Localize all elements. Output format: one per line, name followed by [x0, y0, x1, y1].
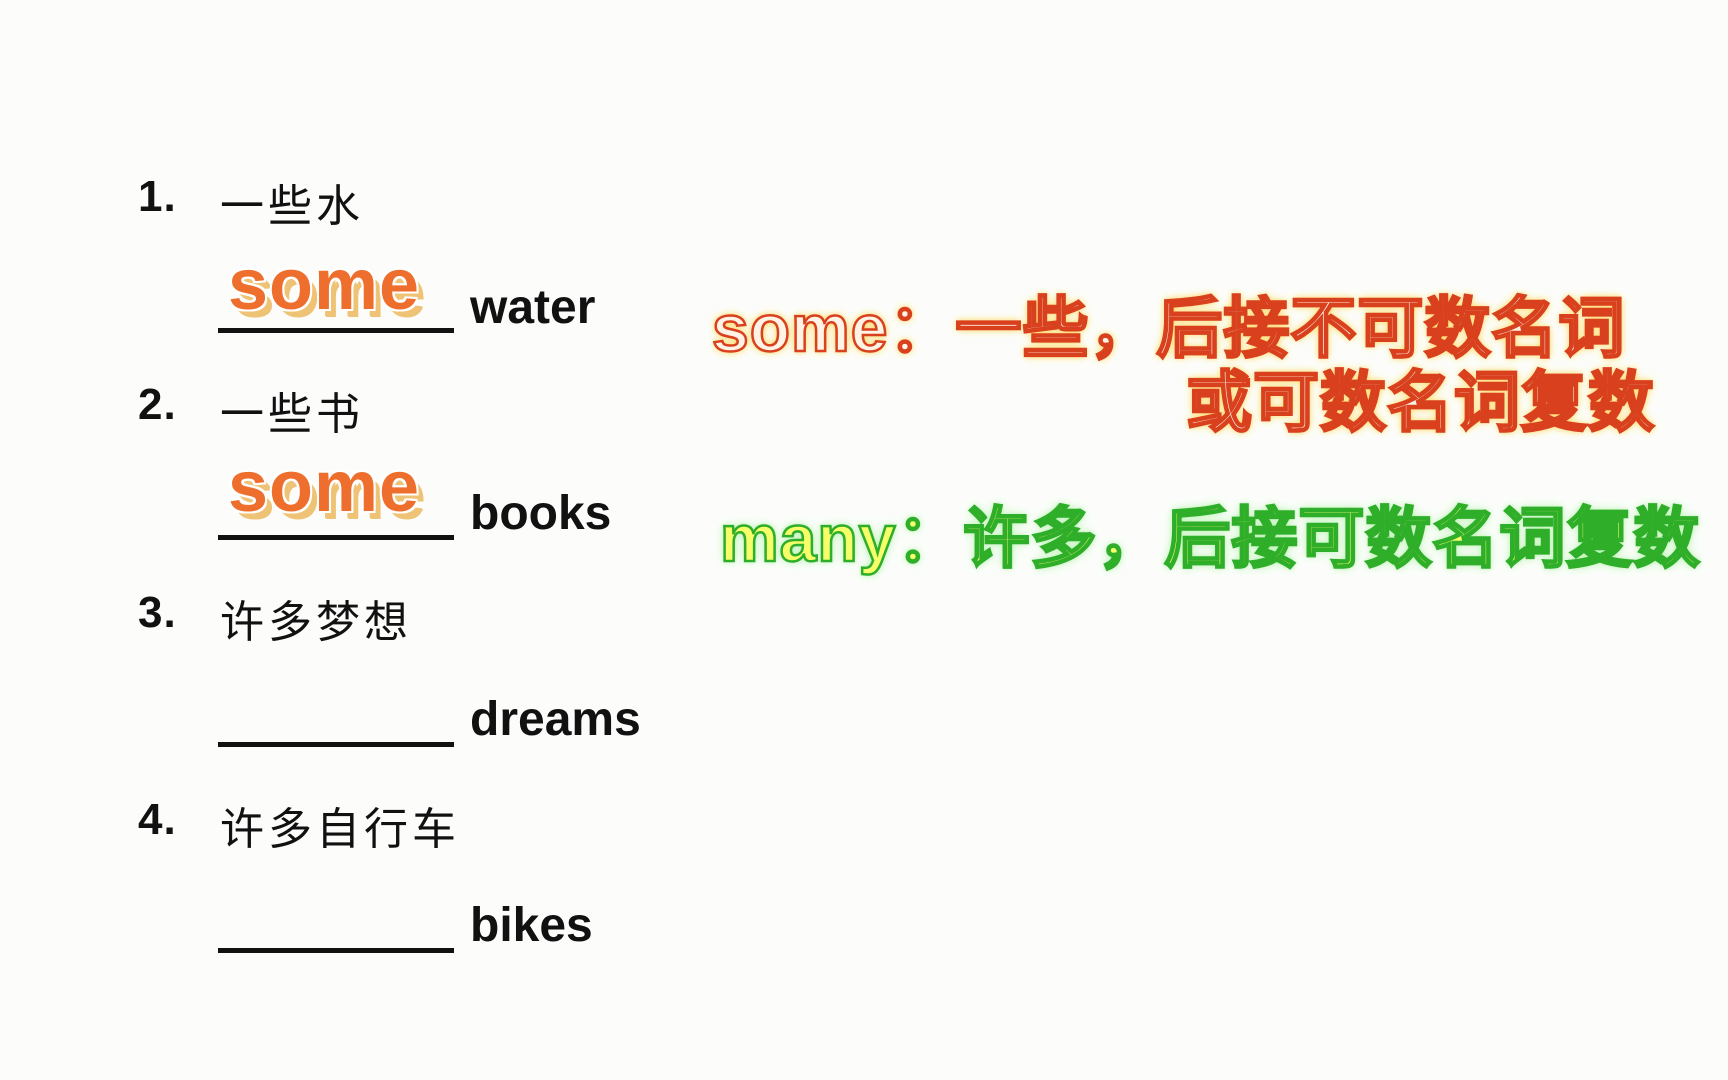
note-some-line1: some：一些，后接不可数名词 [711, 290, 1626, 367]
item-2-answer: some [228, 447, 421, 527]
item-1-answer: some [228, 245, 421, 325]
item-1-chinese: 一些水 [220, 181, 364, 232]
item-4-number: 4. [138, 795, 177, 844]
item-4-chinese: 许多自行车 [220, 804, 460, 855]
note-many-line1: many：许多，后接可数名词复数 [719, 500, 1701, 577]
item-2-chinese: 一些书 [220, 389, 364, 440]
item-3-blank[interactable] [218, 742, 454, 747]
item-3-number: 3. [138, 588, 177, 637]
item-1-number: 1. [138, 172, 177, 221]
item-4-english: bikes [470, 899, 593, 952]
item-3-chinese: 许多梦想 [220, 597, 412, 648]
item-3-english: dreams [470, 693, 641, 746]
item-2-english: books [470, 487, 612, 540]
item-2-blank[interactable] [218, 535, 454, 540]
item-2-number: 2. [138, 380, 177, 429]
note-some-line2: 或可数名词复数 [1185, 364, 1656, 441]
item-1-english: water [470, 281, 596, 334]
item-4-blank[interactable] [218, 948, 454, 953]
item-1-blank[interactable] [218, 328, 454, 333]
